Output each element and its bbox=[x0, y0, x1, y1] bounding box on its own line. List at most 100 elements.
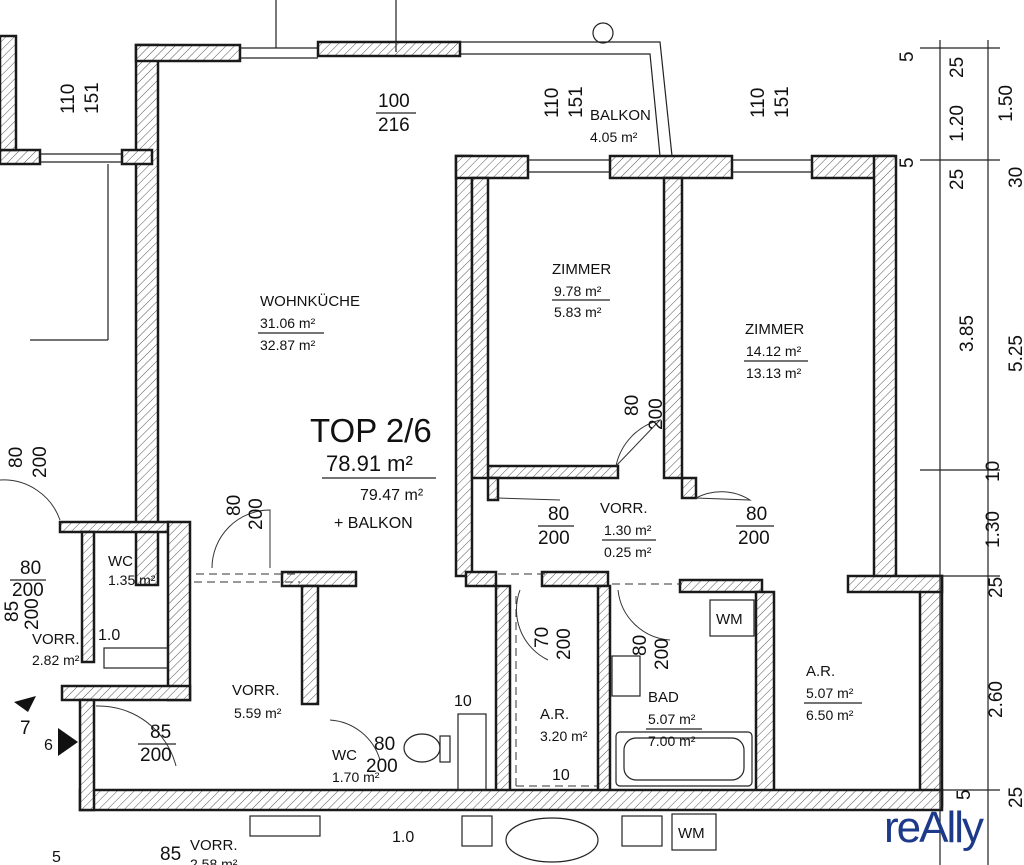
wall-ar-left bbox=[494, 584, 512, 798]
room-vorr-bottom-area1: 2.58 m² bbox=[190, 856, 238, 865]
room-bad-name: BAD bbox=[648, 689, 679, 706]
side-dim-5c: 5 bbox=[954, 789, 975, 800]
side-dim-10: 10 bbox=[983, 461, 1004, 482]
wm-box-1 bbox=[709, 599, 755, 637]
balcony-drain bbox=[592, 22, 614, 44]
wall-partition-1 bbox=[454, 154, 474, 578]
wall-right-outer bbox=[872, 154, 898, 590]
wall-wc-left-top bbox=[58, 520, 172, 534]
side-dim-5a: 5 bbox=[897, 51, 918, 62]
dim-wc-bottom-200: 200 bbox=[366, 756, 398, 777]
wall-bottom bbox=[78, 788, 944, 812]
side-dim-25a: 25 bbox=[947, 57, 968, 78]
washbasin bbox=[611, 655, 641, 697]
dim-bottom-85: 85 bbox=[160, 844, 181, 865]
dim-wc-bottom-80: 80 bbox=[374, 734, 395, 755]
side-dim-3-85: 3.85 bbox=[957, 315, 978, 352]
side-dim-30: 30 bbox=[1006, 167, 1024, 188]
wall-right-step bbox=[846, 574, 944, 594]
doors bbox=[0, 419, 752, 787]
dim-zimmer2-200: 200 bbox=[738, 528, 770, 549]
misc-6: 6 bbox=[44, 737, 53, 754]
dim-bad-80: 80 bbox=[630, 635, 651, 656]
dim-far-left-200b: 200 bbox=[22, 598, 43, 630]
toilet bbox=[403, 733, 441, 763]
unit-balcony-note: + BALKON bbox=[334, 515, 413, 532]
wall-bad-right bbox=[754, 590, 776, 798]
room-vorr-left-area1: 5.59 m² bbox=[234, 705, 282, 721]
wall-lower-4 bbox=[678, 578, 764, 594]
dim-1-0-bottom: 1.0 bbox=[392, 829, 414, 846]
door-far-left bbox=[0, 479, 61, 521]
wall-far-left-top bbox=[0, 148, 42, 166]
room-ar-small-area1: 3.20 m² bbox=[540, 728, 588, 744]
dim-ar-70: 70 bbox=[532, 627, 553, 648]
room-vorr-far-left-name: VORR. bbox=[32, 631, 80, 648]
wall-wc-left-mid bbox=[80, 530, 96, 664]
dim-far-left-200: 200 bbox=[30, 446, 51, 478]
dim-far-left-80: 80 bbox=[6, 447, 27, 468]
windows bbox=[30, 0, 812, 341]
wall-far-left-side bbox=[0, 34, 18, 152]
misc-5: 5 bbox=[52, 849, 61, 865]
door-entry-left bbox=[95, 705, 177, 767]
wall-lower-3 bbox=[540, 570, 610, 588]
unit-area: 78.91 m² bbox=[326, 451, 413, 476]
side-dim-5-25: 5.25 bbox=[1006, 335, 1024, 372]
dim-vorr-center-200: 200 bbox=[538, 528, 570, 549]
dim-bad-200: 200 bbox=[652, 638, 673, 670]
dim-151-mid: 151 bbox=[566, 86, 587, 118]
wall-zimmer1-bottom bbox=[486, 464, 620, 480]
wall-top-zimmer bbox=[454, 154, 530, 180]
dim-10-ar: 10 bbox=[552, 767, 570, 784]
bathtub-inner bbox=[623, 737, 745, 781]
room-zimmer1-name: ZIMMER bbox=[552, 261, 611, 278]
room-balkon-area1: 4.05 m² bbox=[590, 129, 638, 145]
dim-100: 100 bbox=[378, 91, 410, 112]
room-zimmer1-area1: 9.78 m² bbox=[554, 283, 602, 299]
room-zimmer2-area1: 14.12 m² bbox=[746, 343, 802, 359]
room-zimmer2-area2: 13.13 m² bbox=[746, 365, 802, 381]
dim-wc-left-200: 200 bbox=[12, 580, 44, 601]
room-wc-bottom-area1: 1.70 m² bbox=[332, 769, 380, 785]
wall-top-main bbox=[134, 43, 242, 63]
dim-wc-left-80: 80 bbox=[20, 558, 41, 579]
wall-wc-divider bbox=[300, 584, 320, 706]
room-zimmer2-name: ZIMMER bbox=[745, 321, 804, 338]
room-vorr-center-name: VORR. bbox=[600, 500, 648, 517]
dim-110-right: 110 bbox=[748, 88, 769, 118]
bathtub bbox=[615, 731, 753, 787]
dim-vorr-left-200: 200 bbox=[246, 498, 267, 530]
dim-zimmer2-80: 80 bbox=[746, 504, 767, 525]
wall-top-zimmer-2 bbox=[608, 154, 734, 180]
room-wc-left-name: WC bbox=[108, 553, 133, 570]
side-dim-1-30: 1.30 bbox=[983, 511, 1004, 548]
wall-left-bottom bbox=[78, 698, 96, 812]
side-dim-25b: 25 bbox=[947, 169, 968, 190]
room-ar-right-name: A.R. bbox=[806, 663, 835, 680]
brand-logo: reAlly bbox=[884, 803, 984, 852]
room-bad-area2: 7.00 m² bbox=[648, 733, 696, 749]
balcony-outline bbox=[460, 41, 673, 157]
wall-wc-left-bottom bbox=[60, 684, 192, 702]
dim-151-right: 151 bbox=[772, 86, 793, 118]
dim-151-left: 151 bbox=[82, 82, 103, 114]
door-ar-small bbox=[515, 589, 549, 661]
dim-vorr-center-80: 80 bbox=[548, 504, 569, 525]
unit-name: TOP 2/6 bbox=[310, 412, 432, 449]
dim-110-left: 110 bbox=[58, 84, 79, 114]
wall-top-main-2 bbox=[316, 40, 462, 58]
side-dim-2-60: 2.60 bbox=[986, 681, 1007, 718]
room-ar-right-area1: 5.07 m² bbox=[806, 685, 854, 701]
dim-far-left-85: 85 bbox=[2, 601, 23, 622]
wall-left-outer bbox=[134, 43, 160, 587]
wall-lower-2 bbox=[464, 570, 498, 588]
side-dim-1-20: 1.20 bbox=[947, 105, 968, 142]
wm-box-2 bbox=[671, 813, 717, 851]
fixtures bbox=[14, 599, 755, 863]
room-vorr-center-area1: 1.30 m² bbox=[604, 522, 652, 538]
dim-vorr-left-80: 80 bbox=[224, 495, 245, 516]
door-wc-bottom bbox=[329, 719, 381, 761]
side-dim-5b: 5 bbox=[897, 157, 918, 168]
room-vorr-left-name: VORR. bbox=[232, 682, 280, 699]
